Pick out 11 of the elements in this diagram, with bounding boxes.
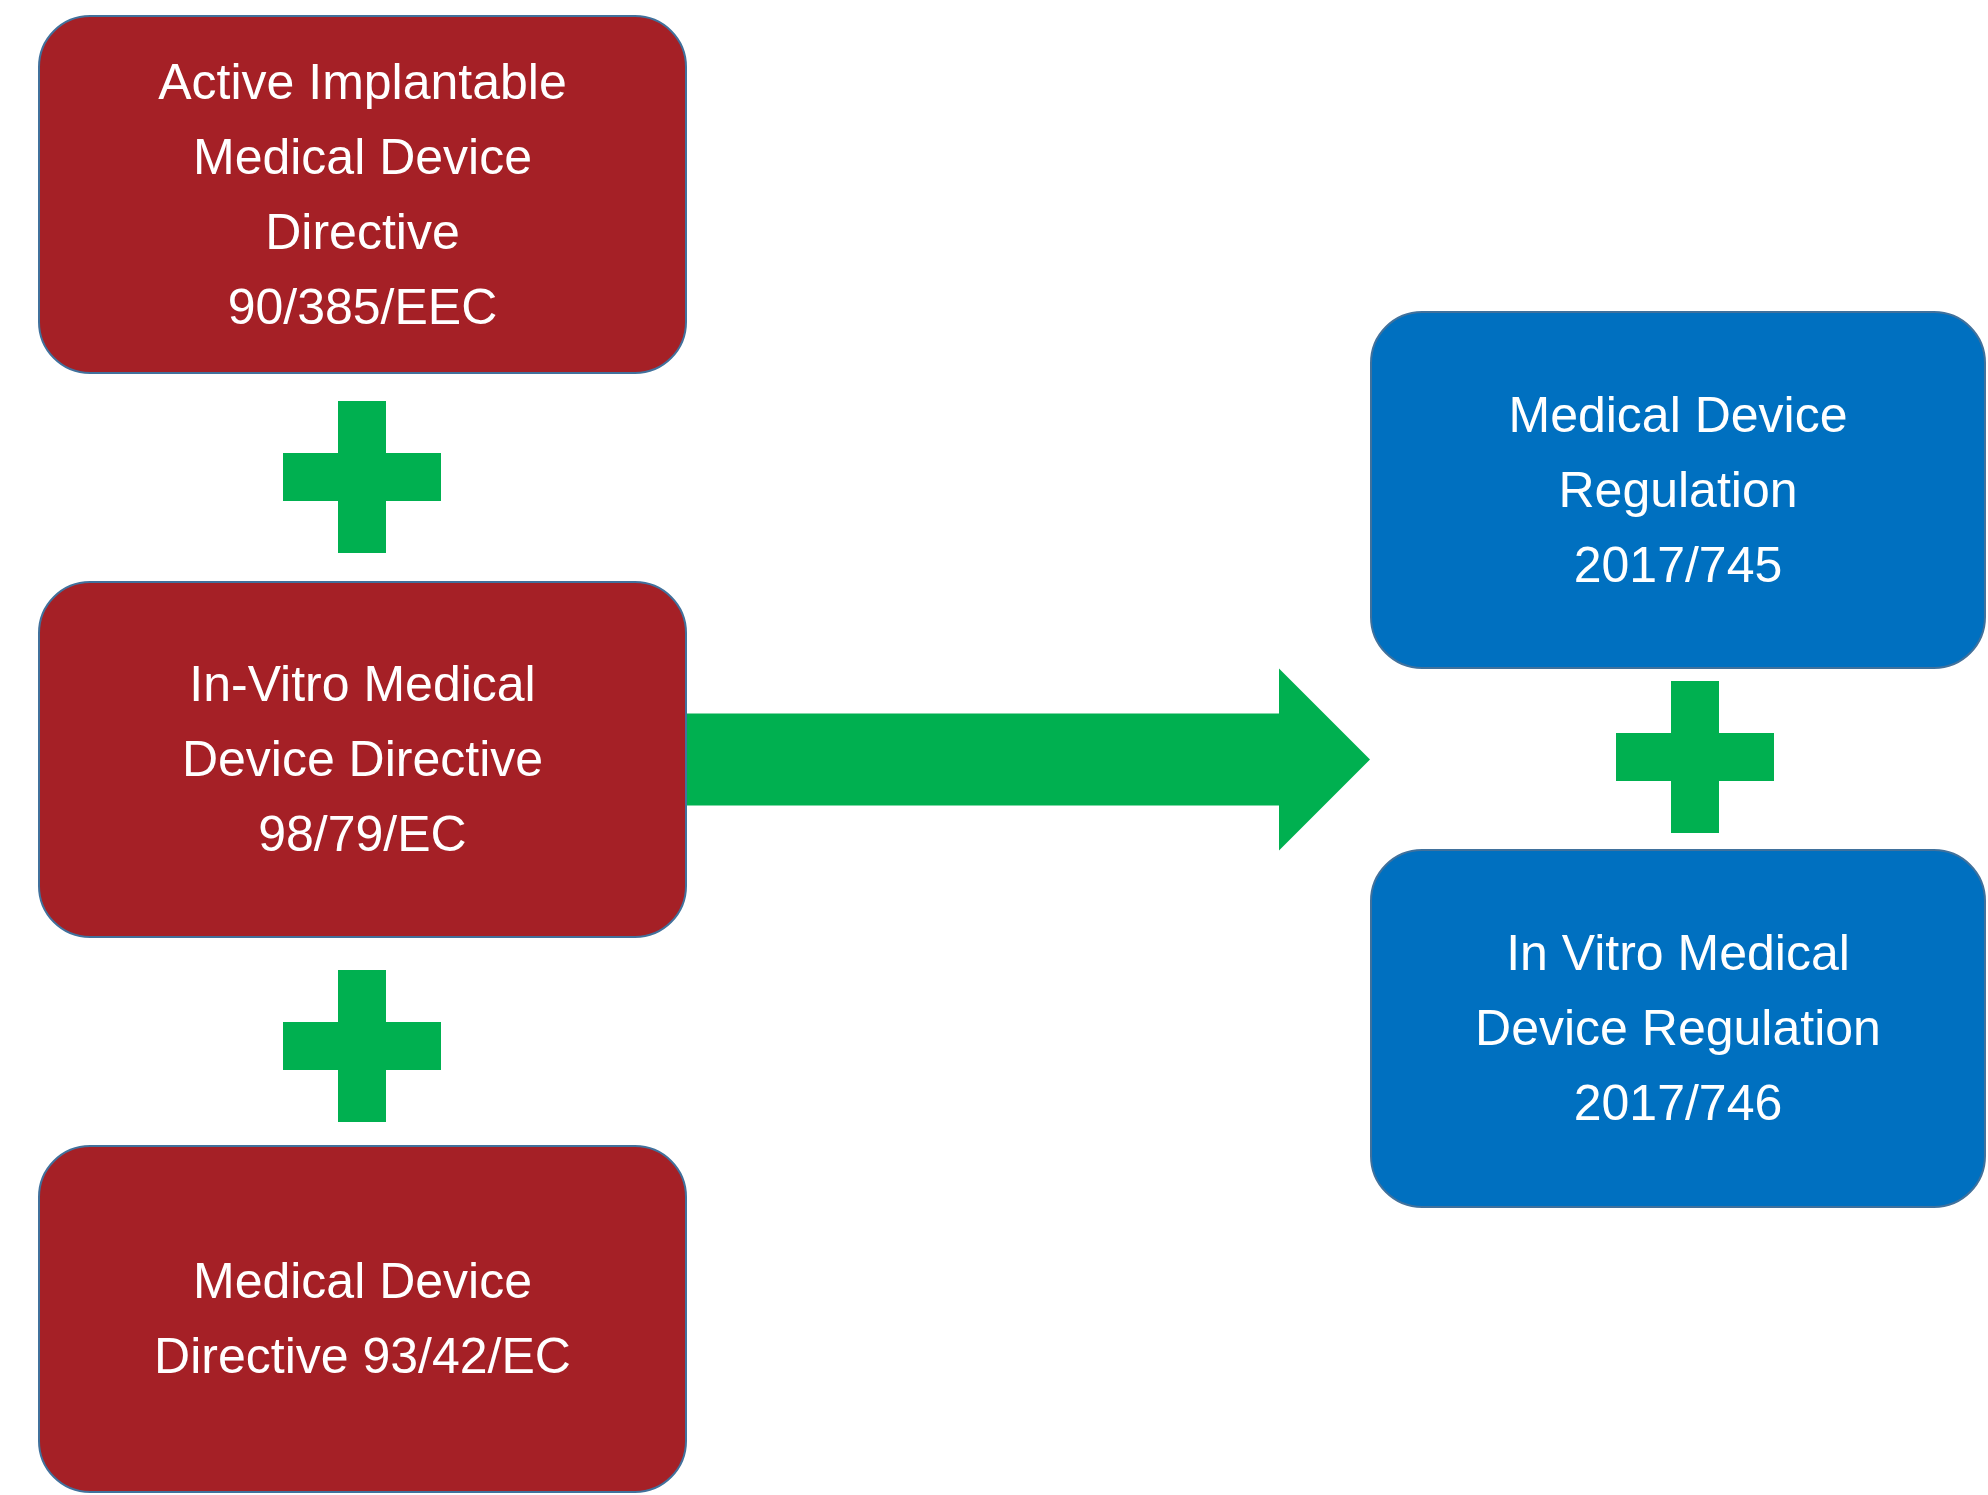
directive-box <box>38 581 687 938</box>
box-label: In Vitro Medical Device Regulation 2017/746 <box>1474 924 1882 1133</box>
directive-box <box>38 1145 687 1493</box>
box-label: Active Implantable Medical Device Directive 90/385/EEC <box>157 52 568 337</box>
regulation-box <box>1370 849 1986 1208</box>
box-label: Medical Device Regulation 2017/745 <box>1507 385 1849 595</box>
arrow <box>687 668 1370 851</box>
regulation-box <box>1370 311 1986 669</box>
directive-box <box>38 15 687 374</box>
box-label: In-Vitro Medical Device Directive 98/79/EC <box>180 655 545 864</box>
box-label: Medical Device Directive 93/42/EC <box>153 1252 572 1386</box>
